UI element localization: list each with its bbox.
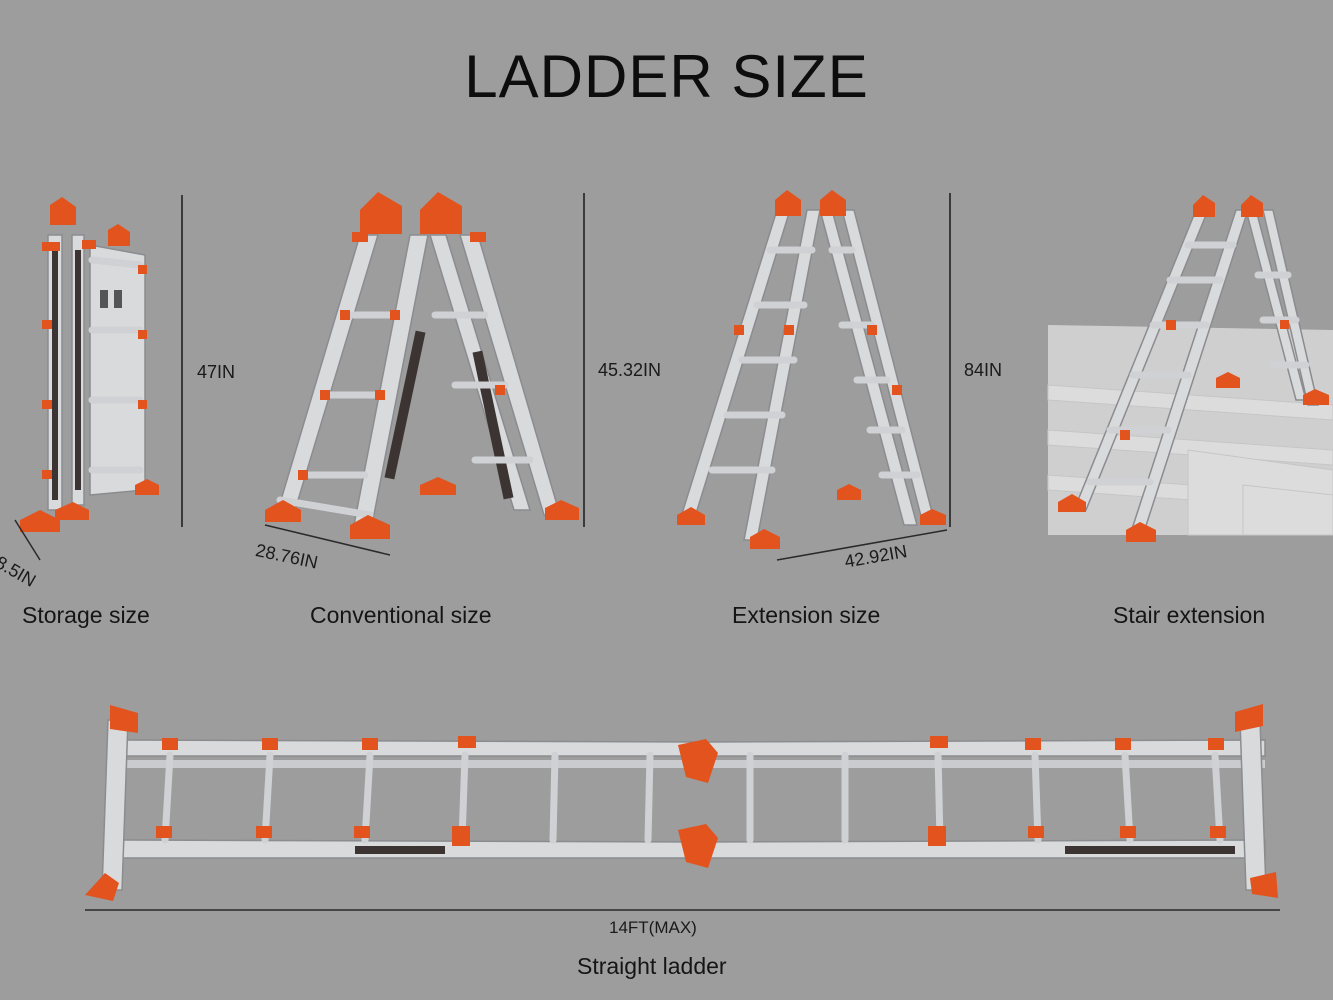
extension-ladder-illustration	[677, 190, 948, 561]
conventional-ladder-illustration	[264, 192, 579, 556]
stair-extension-caption: Stair extension	[1113, 602, 1266, 628]
straight-ladder-illustration	[85, 704, 1280, 911]
storage-depth-label: 8.5IN	[0, 552, 40, 591]
conventional-height-label: 45.32IN	[598, 360, 662, 380]
straight-caption: Straight ladder	[577, 953, 727, 979]
extension-height-line	[949, 193, 951, 527]
stair-extension-illustration	[1047, 195, 1333, 542]
conventional-caption: Conventional size	[310, 602, 492, 628]
conventional-height-line	[583, 193, 585, 527]
page-title: LADDER SIZE	[464, 43, 869, 110]
extension-caption: Extension size	[732, 602, 881, 628]
storage-height-label: 47IN	[197, 362, 236, 382]
storage-caption: Storage size	[22, 602, 150, 628]
storage-height-line	[181, 195, 183, 527]
extension-height-label: 84IN	[964, 360, 1003, 380]
straight-length-label: 14FT(MAX)	[609, 918, 697, 937]
storage-ladder-illustration	[14, 197, 159, 561]
